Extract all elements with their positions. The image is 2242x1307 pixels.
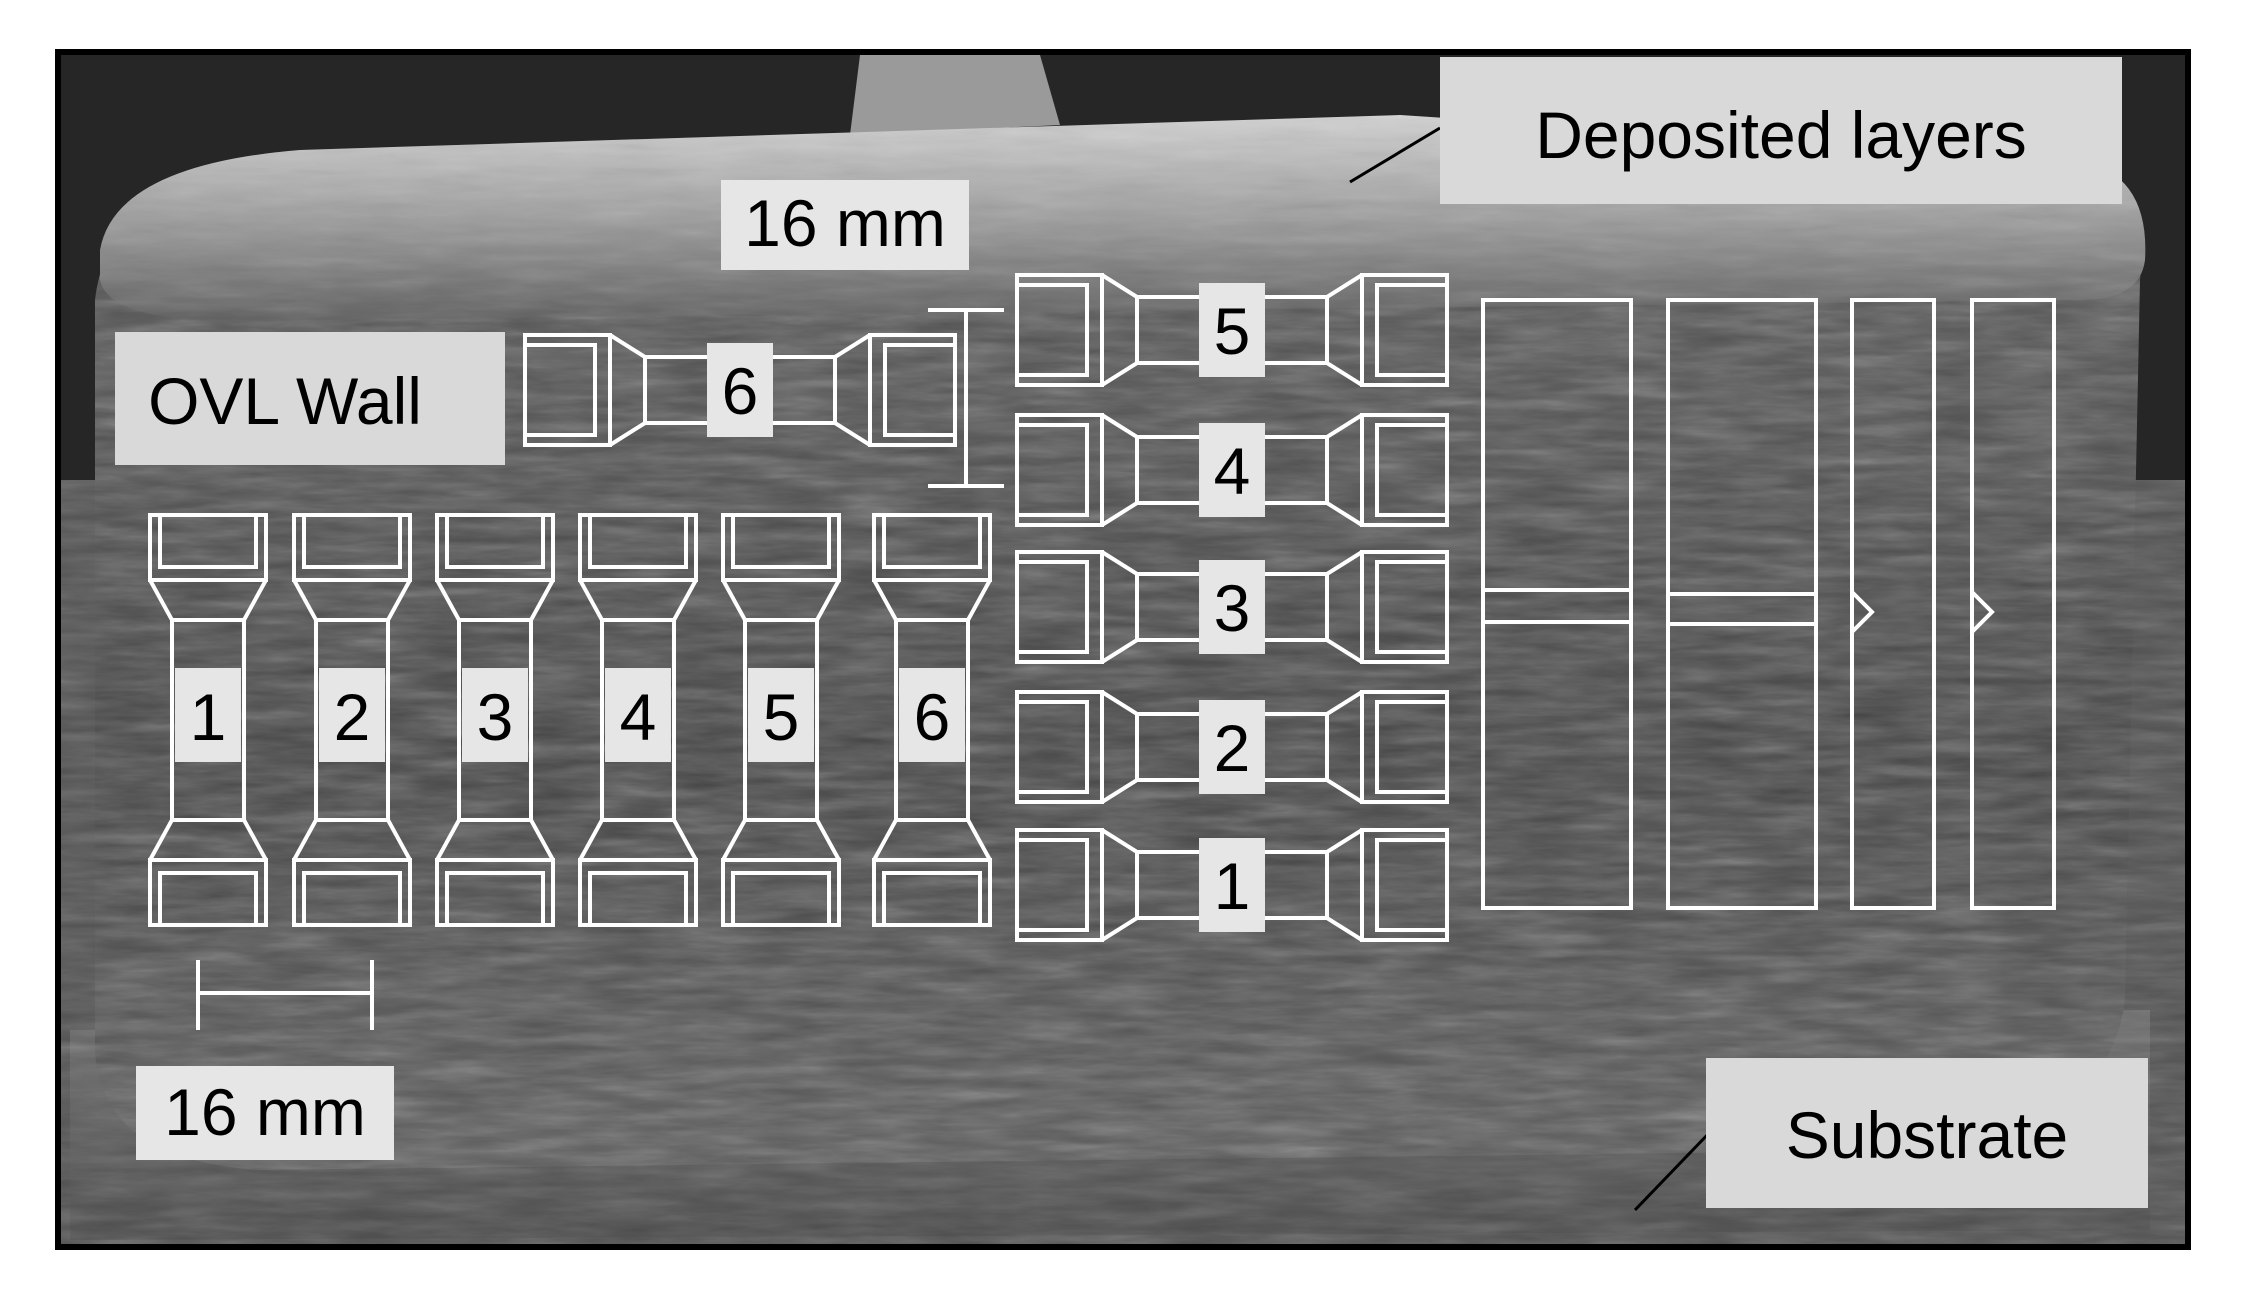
rect-sample-4: [1970, 298, 2056, 910]
specimen-number: 4: [620, 680, 657, 754]
rect-sample-3-notch: [1850, 590, 1875, 634]
specimen-grip-left-inner: [1015, 700, 1089, 794]
horizontal-specimen-5: 5: [1015, 273, 1449, 387]
specimen-grip-bottom-inner: [882, 871, 982, 927]
specimen-number: 3: [1214, 571, 1251, 645]
rect-sample-1: [1481, 298, 1633, 910]
specimen-gauge: [435, 579, 555, 861]
specimen-number-box: [605, 668, 671, 762]
horizontal-specimens: 5 4 3 2 1: [1015, 273, 1449, 942]
vertical-specimen-4: 4: [578, 513, 698, 927]
specimen-grip-top-inner: [882, 513, 982, 569]
specimen-grip-left-inner: [1015, 423, 1089, 517]
specimen-number-box: [1199, 560, 1265, 654]
specimen-grip-right-inner: [1375, 423, 1449, 517]
deposited-layers-leader: [1349, 126, 1441, 184]
specimen-grip-bottom-inner: [302, 871, 402, 927]
specimen-grip-left-inner: [1015, 560, 1089, 654]
specimen-grip-right-inner: [1375, 700, 1449, 794]
specimen-number-box: [1199, 423, 1265, 517]
specimen-number: 1: [1214, 849, 1251, 923]
specimen-gauge: [721, 579, 841, 861]
label-deposited-layers: Deposited layers: [1440, 57, 2122, 204]
vertical-specimen-5: 5: [721, 513, 841, 927]
label-scale-bottom-box: [136, 1066, 394, 1160]
horizontal-specimen-2: 2: [1015, 690, 1449, 804]
specimen-number: 2: [334, 680, 371, 754]
horizontal-specimen-4: 4: [1015, 413, 1449, 527]
label-deposited-layers-box: [1440, 57, 2122, 204]
vertical-specimen-1: 1: [148, 513, 268, 927]
specimen-gauge: [872, 579, 992, 861]
label-substrate-text: Substrate: [1786, 1098, 2069, 1172]
specimen-number: 6: [914, 680, 951, 754]
horizontal-specimen-top-6: 6: [523, 333, 957, 447]
rectangular-samples: [1481, 298, 2056, 910]
specimen-grip-right-inner: [883, 343, 957, 437]
label-substrate: Substrate: [1706, 1058, 2148, 1208]
specimen-gauge: [292, 579, 412, 861]
vertical-specimen-2: 2: [292, 513, 412, 927]
top-horizontal-specimen: 6: [523, 333, 957, 447]
specimen-gauge: [148, 579, 268, 861]
specimen-grip-bottom-inner: [158, 871, 258, 927]
specimen-grip-top-inner: [731, 513, 831, 569]
specimen-grip-right-inner: [1375, 283, 1449, 377]
specimen-grip-top-inner: [445, 513, 545, 569]
specimen-number-box: [707, 343, 773, 437]
clamp: [850, 55, 1060, 135]
specimen-grip-right-inner: [1375, 560, 1449, 654]
specimen-number-box: [462, 668, 528, 762]
rect-sample-3: [1850, 298, 1936, 910]
specimen-number: 1: [190, 680, 227, 754]
rect-sample-2: [1666, 298, 1818, 910]
label-scale-top-text: 16 mm: [744, 186, 946, 260]
specimen-number-box: [319, 668, 385, 762]
specimen-number: 3: [477, 680, 514, 754]
specimen-number-box: [1199, 283, 1265, 377]
specimen-grip-top-inner: [302, 513, 402, 569]
specimen-number: 2: [1214, 711, 1251, 785]
vertical-specimens: 1 2 3 4 5 6: [148, 513, 992, 927]
specimen-grip-bottom-inner: [731, 871, 831, 927]
specimen-grip-bottom-inner: [445, 871, 545, 927]
specimen-grip-top-inner: [158, 513, 258, 569]
label-substrate-box: [1706, 1058, 2148, 1208]
specimen-number: 5: [763, 680, 800, 754]
rect-sample-4-notch: [1970, 590, 1995, 634]
vertical-specimen-6: 6: [872, 513, 992, 927]
specimen-number-box: [899, 668, 965, 762]
label-ovl-wall: OVL Wall: [115, 332, 505, 465]
specimen-grip-left-inner: [1015, 283, 1089, 377]
specimen-number-box: [1199, 700, 1265, 794]
specimen-gauge: [578, 579, 698, 861]
specimen-number-box: [748, 668, 814, 762]
specimen-number-box: [1199, 838, 1265, 932]
vertical-specimen-3: 3: [435, 513, 555, 927]
specimen-grip-right-inner: [1375, 838, 1449, 932]
specimen-grip-left-inner: [523, 343, 597, 437]
specimen-number: 6: [722, 354, 759, 428]
specimen-number-box: [175, 668, 241, 762]
scale-bar-bottom: [196, 960, 374, 1030]
horizontal-specimen-3: 3: [1015, 550, 1449, 664]
specimen-grip-top-inner: [588, 513, 688, 569]
specimen-number: 5: [1214, 294, 1251, 368]
label-ovl-wall-box: [115, 332, 505, 465]
label-scale-bottom-text: 16 mm: [164, 1075, 366, 1149]
specimen-number: 4: [1214, 434, 1251, 508]
horizontal-specimen-1: 1: [1015, 828, 1449, 942]
specimen-grip-left-inner: [1015, 838, 1089, 932]
specimen-grip-bottom-inner: [588, 871, 688, 927]
label-scale-top-box: [721, 180, 969, 270]
label-scale-top: 16 mm: [721, 180, 969, 270]
scale-bar-top: [928, 308, 1004, 488]
label-ovl-wall-text: OVL Wall: [148, 364, 422, 438]
label-scale-bottom: 16 mm: [136, 1066, 394, 1160]
label-deposited-layers-text: Deposited layers: [1535, 98, 2027, 172]
substrate-leader: [1633, 1128, 1714, 1212]
